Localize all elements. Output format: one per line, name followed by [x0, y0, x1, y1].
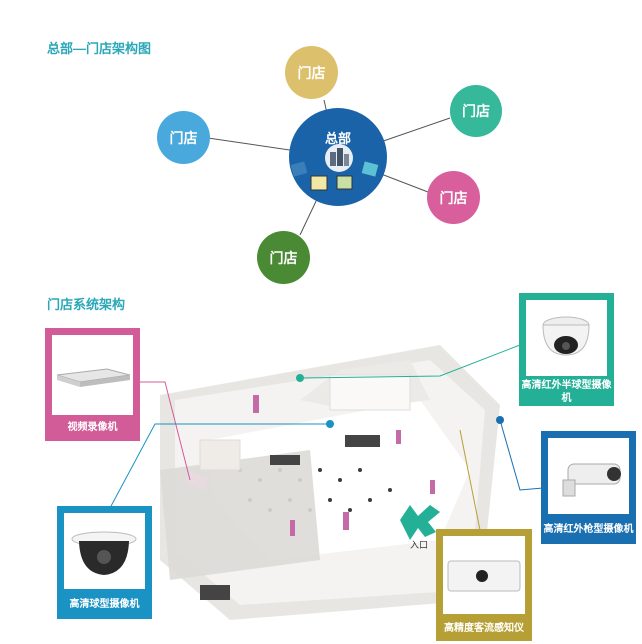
bullet-camera-label: 高清红外枪型摄像机: [543, 524, 634, 535]
dome-camera-marker-dot: [296, 374, 304, 382]
video-recorder-icon: [56, 368, 131, 387]
video-recorder-label: 视频录像机: [67, 422, 118, 433]
store-node-left: 门店: [157, 111, 210, 164]
people-counter-icon: [447, 560, 521, 592]
hq-architecture-title: 总部—门店架构图: [47, 41, 152, 56]
people-counter-label: 高精度客流感知仪: [444, 623, 524, 634]
dome-camera-label: 高清红外半球型摄像机: [521, 380, 612, 404]
dome-camera-card: 高清红外半球型摄像机: [519, 293, 614, 406]
bullet-camera-marker-dot: [496, 416, 504, 424]
entrance-label: 入口: [410, 540, 429, 550]
bullet-camera-icon: [562, 463, 621, 497]
video-recorder-card: 视频录像机: [45, 328, 140, 441]
store-node-right-top: 门店: [450, 85, 502, 137]
hq-hub: 总部: [289, 108, 387, 206]
speed-dome-label: 高清球型摄像机: [69, 599, 140, 610]
entrance-arrow-icon: [400, 505, 440, 540]
dome-camera-icon: [542, 316, 590, 356]
bullet-camera-card: 高清红外枪型摄像机: [541, 431, 636, 544]
store-node-top: 门店: [285, 46, 338, 99]
hq-building-icons: [290, 144, 379, 191]
speed-dome-card: 高清球型摄像机: [57, 506, 152, 619]
speed-dome-marker-dot: [326, 420, 334, 428]
people-counter-card: 高精度客流感知仪: [436, 529, 532, 641]
store-node-bottom: 门店: [257, 231, 310, 284]
store-node-right-bottom: 门店: [427, 171, 480, 224]
store-architecture-title: 门店系统架构: [47, 297, 126, 312]
hq-label: 总部: [324, 131, 351, 146]
speed-dome-icon: [71, 531, 137, 575]
